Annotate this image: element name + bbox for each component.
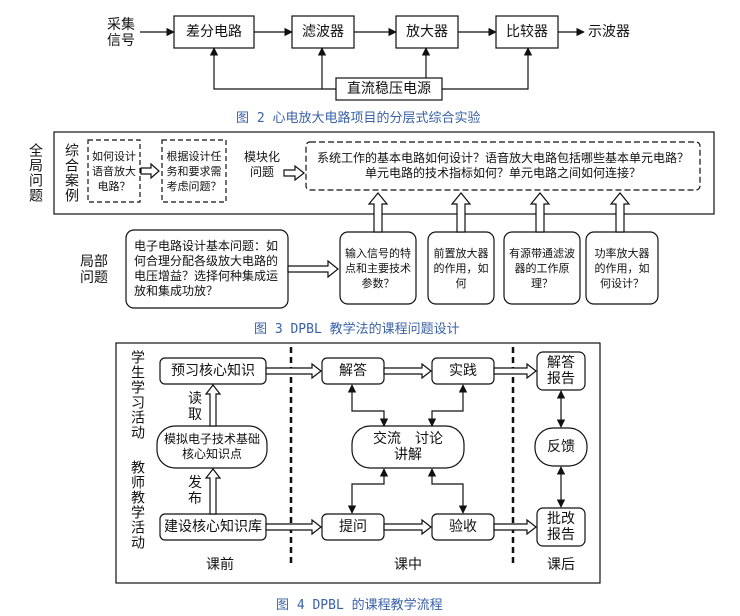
ask-label: 提问: [339, 519, 367, 535]
hollow-arrow-1: [140, 162, 160, 180]
case-question-text: 如何设计语音放大电路？: [92, 149, 136, 193]
power-bus-left: [209, 47, 336, 90]
answer-report-box: [536, 351, 586, 391]
hollow-up-arrow-4: [609, 192, 631, 233]
grade-report-label: 批改 报告: [547, 511, 575, 543]
build-label: 建设核心知识库: [164, 519, 262, 535]
conn-practice-exchange: [427, 384, 468, 427]
fig2-graphics: [140, 15, 585, 101]
hollow-arrow-build-ask: [265, 518, 322, 536]
fig3-caption: 图 3 DPBL 教学法的课程问题设计: [254, 322, 460, 337]
hollow-up-simulate-preview: [204, 384, 222, 427]
power-bus-right: [442, 47, 533, 90]
case-label: 综合案例: [63, 143, 79, 203]
fig2-caption: 图 2 心电放大电路项目的分层式综合实验: [236, 111, 481, 126]
sub-question-text-4: 功率放大器的作用，如何设计？: [594, 246, 650, 290]
feedback-box: [534, 427, 588, 467]
hollow-arrow-2: [283, 164, 305, 182]
before-class-label: 课前: [206, 557, 234, 573]
conn-answer-exchange: [347, 384, 389, 427]
input-signal-label: 采集 信号: [107, 17, 135, 49]
fig4-caption: 图 4 DPBL 的课程教学流程: [276, 598, 443, 613]
oscilloscope-label: 示波器: [588, 24, 630, 40]
filter-box: [291, 15, 355, 49]
case-question-box: [87, 139, 141, 203]
system-question-box: [305, 141, 701, 191]
basic-question-text: 电子电路设计基本问题：如何合理分配各级放大电路的电压增益？选择何种集成运放和集成…: [134, 239, 279, 298]
grade-report-box: [536, 507, 586, 547]
comparator-label: 比较器: [506, 24, 548, 40]
exchange-box: [351, 425, 465, 469]
practice-label: 实践: [449, 363, 477, 379]
hollow-up-arrow-2: [450, 192, 472, 233]
hollow-up-arrow-3: [529, 192, 551, 233]
teacher-activity-label: 教师教学活动: [129, 460, 145, 550]
sub-question-text-3: 有源带通滤波器的工作原理？: [509, 246, 575, 290]
requirement-question-box: [161, 139, 227, 203]
local-question-label: 局部 问题: [80, 254, 108, 286]
answer-report-label: 解答 报告: [547, 355, 575, 387]
global-question-label: 全局问题: [27, 143, 43, 203]
simulate-label: 模拟电子技术基础核心知识点: [163, 432, 260, 461]
check-label: 验收: [449, 519, 477, 535]
filter-label: 滤波器: [302, 24, 344, 40]
preview-label: 预习核心知识: [171, 363, 255, 379]
fig3-graphics: [53, 131, 715, 309]
exchange-label: 交流 讨论 讲解: [373, 431, 443, 463]
student-activity-label: 学生学习活动: [129, 350, 145, 440]
after-class-label: 课后: [547, 557, 575, 573]
feedback-label: 反馈: [547, 439, 575, 455]
requirement-question-text: 根据设计任务和要求需考虑问题？: [166, 149, 222, 193]
hollow-arrow-practice-report: [493, 362, 537, 380]
answer-label: 解答: [339, 363, 367, 379]
read-label: 读 取: [188, 391, 202, 423]
hollow-up-build-simulate: [204, 468, 222, 515]
conn-check-exchange: [427, 468, 468, 514]
fig4-graphics: [115, 342, 601, 584]
module-question-label: 模块化 问题: [243, 150, 280, 179]
amplifier-label: 放大器: [406, 24, 448, 40]
hollow-arrow-preview-answer: [265, 362, 322, 380]
hollow-up-arrow-1: [367, 192, 389, 233]
during-class-label: 课中: [394, 557, 422, 573]
power-supply-label: 直流稳压电源: [347, 81, 431, 97]
conn-ask-exchange: [347, 468, 389, 514]
sub-question-text-2: 前置放大器的作用，如何: [433, 246, 489, 290]
system-question-text: 系统工作的基本电路如何设计？语音放大电路包括哪些基本单元电路？单元电路的技术指标…: [316, 151, 689, 180]
hollow-arrow-ask-check: [383, 518, 432, 536]
hollow-arrow-check-grade: [493, 518, 537, 536]
hollow-arrow-basic: [287, 259, 339, 279]
publish-label: 发 布: [188, 475, 202, 507]
diff-circuit-label: 差分电路: [186, 24, 242, 40]
hollow-arrow-answer-practice: [383, 362, 432, 380]
sub-question-text-1: 输入信号的特点和主要技术参数？: [345, 246, 411, 290]
